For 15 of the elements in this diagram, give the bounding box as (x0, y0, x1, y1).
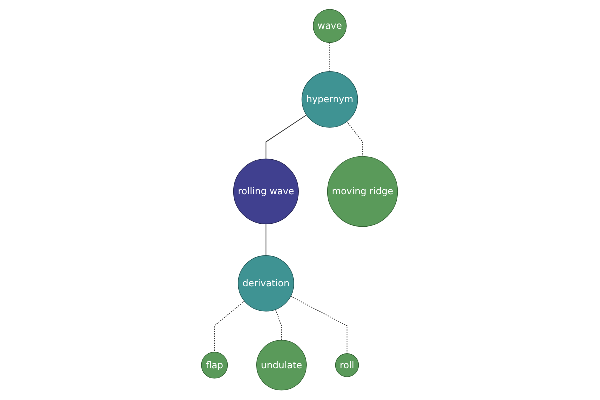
node-circle: hypernym (302, 72, 358, 128)
connector (346, 121, 364, 157)
connector (290, 296, 348, 354)
node-circle: undulate (256, 340, 308, 391)
connector (266, 114, 308, 160)
node-circle: roll (336, 354, 360, 378)
node-circle: rolling wave (234, 158, 300, 224)
connector (330, 42, 331, 72)
connector (276, 309, 282, 341)
connector (266, 224, 267, 256)
node-circle: flap (202, 352, 228, 379)
node-circle: moving ridge (328, 156, 398, 228)
node-circle: derivation (238, 255, 295, 312)
node-circle: wave (313, 9, 348, 44)
connector (214, 300, 246, 353)
